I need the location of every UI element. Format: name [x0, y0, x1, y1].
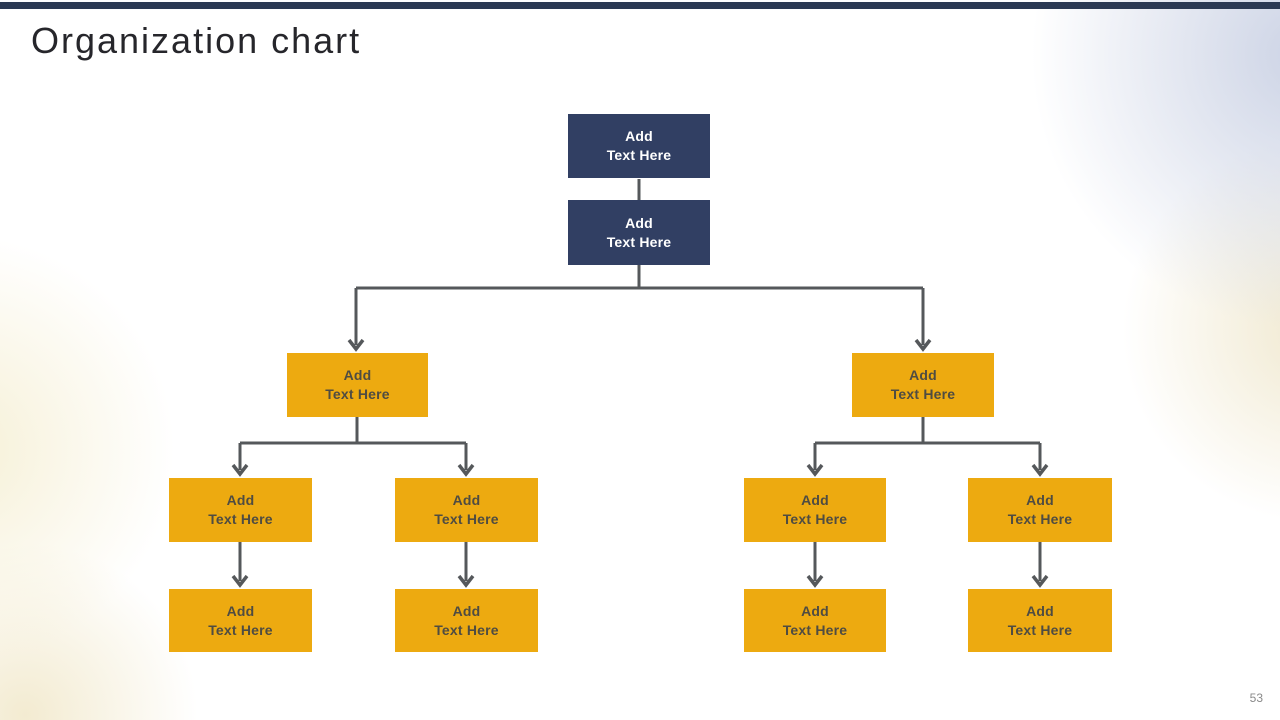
- page-title: Organization chart: [31, 20, 362, 61]
- org-node-right-child-1[interactable]: Add Text Here: [744, 478, 886, 542]
- org-node-left-leaf-2[interactable]: Add Text Here: [395, 589, 538, 652]
- node-label-line2: Text Here: [208, 621, 273, 638]
- org-node-left-child-2[interactable]: Add Text Here: [395, 478, 538, 542]
- node-label-line1: Add: [226, 602, 255, 619]
- page-number: 53: [1249, 691, 1263, 705]
- node-label-line2: Text Here: [606, 147, 672, 163]
- node-label-line1: Add: [801, 602, 829, 619]
- node-label-line1: Add: [625, 128, 653, 144]
- node-label-line2: Text Here: [434, 511, 499, 527]
- node-label-line1: Add: [226, 492, 255, 508]
- node-label-line1: Add: [452, 602, 481, 619]
- org-node-left-leaf-1[interactable]: Add Text Here: [169, 589, 312, 652]
- node-label-line2: Text Here: [1007, 511, 1073, 527]
- org-node-branch-left[interactable]: Add Text Here: [287, 353, 428, 417]
- node-label-line2: Text Here: [606, 233, 672, 250]
- top-accent-bar: [0, 2, 1280, 9]
- org-node-right-leaf-1[interactable]: Add Text Here: [744, 589, 886, 652]
- node-label-line2: Text Here: [434, 621, 499, 638]
- node-label-line1: Add: [452, 492, 481, 508]
- node-label-line1: Add: [1026, 492, 1054, 508]
- node-label-line2: Text Here: [208, 511, 273, 527]
- org-node-deputy[interactable]: Add Text Here: [568, 200, 710, 265]
- org-node-root[interactable]: Add Text Here: [568, 114, 710, 178]
- node-label-line2: Text Here: [782, 511, 848, 527]
- node-label-line2: Text Here: [325, 386, 390, 402]
- node-label-line1: Add: [801, 492, 829, 508]
- node-label-line2: Text Here: [890, 386, 956, 402]
- node-label-line2: Text Here: [1007, 621, 1073, 638]
- node-label-line1: Add: [625, 214, 653, 231]
- org-node-branch-right[interactable]: Add Text Here: [852, 353, 994, 417]
- org-node-right-child-2[interactable]: Add Text Here: [968, 478, 1112, 542]
- org-node-right-leaf-2[interactable]: Add Text Here: [968, 589, 1112, 652]
- node-label-line1: Add: [909, 367, 937, 383]
- node-label-line2: Text Here: [782, 621, 848, 638]
- node-label-line1: Add: [1026, 602, 1054, 619]
- org-node-left-child-1[interactable]: Add Text Here: [169, 478, 312, 542]
- node-label-line1: Add: [343, 367, 372, 383]
